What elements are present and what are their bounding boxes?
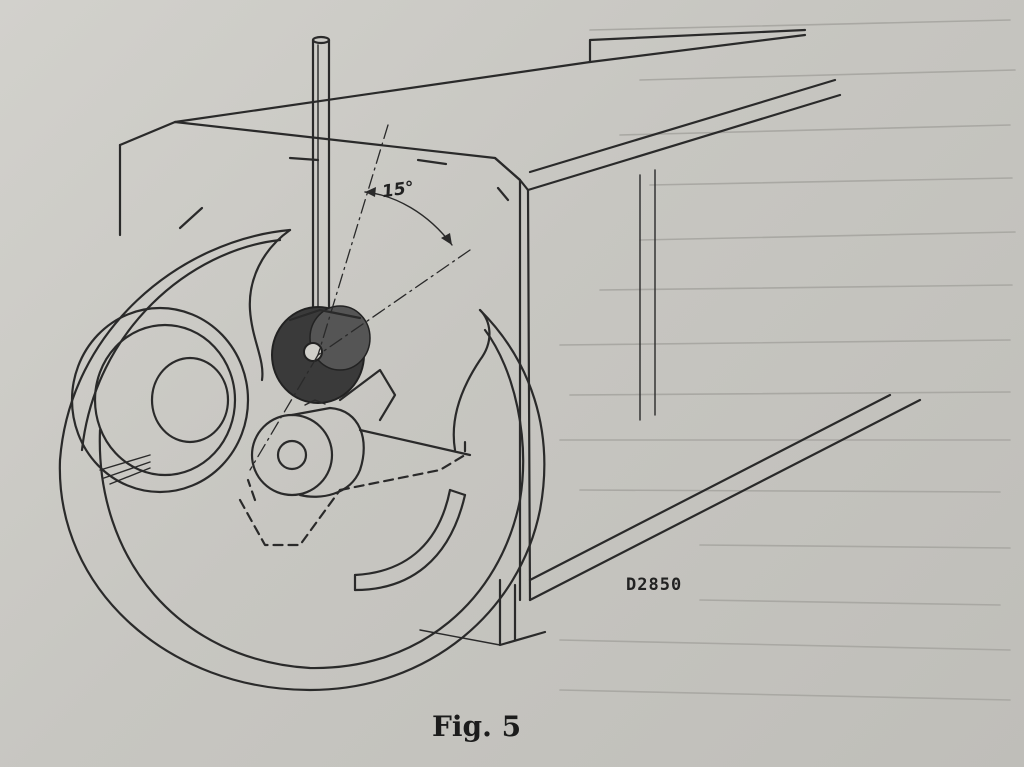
left-hub bbox=[70, 306, 250, 494]
alternate-position-outline bbox=[238, 438, 467, 547]
angle-arc bbox=[364, 187, 453, 246]
figure-caption: Fig. 5 bbox=[432, 710, 522, 743]
machine-frame bbox=[118, 28, 922, 647]
angle-center-lines bbox=[249, 124, 471, 471]
bleed-through-text bbox=[559, 19, 1016, 701]
large-wheel bbox=[58, 228, 546, 692]
vertical-rod bbox=[311, 35, 331, 322]
lower-roller bbox=[250, 368, 472, 498]
drawing-reference-id: D2850 bbox=[626, 575, 683, 595]
